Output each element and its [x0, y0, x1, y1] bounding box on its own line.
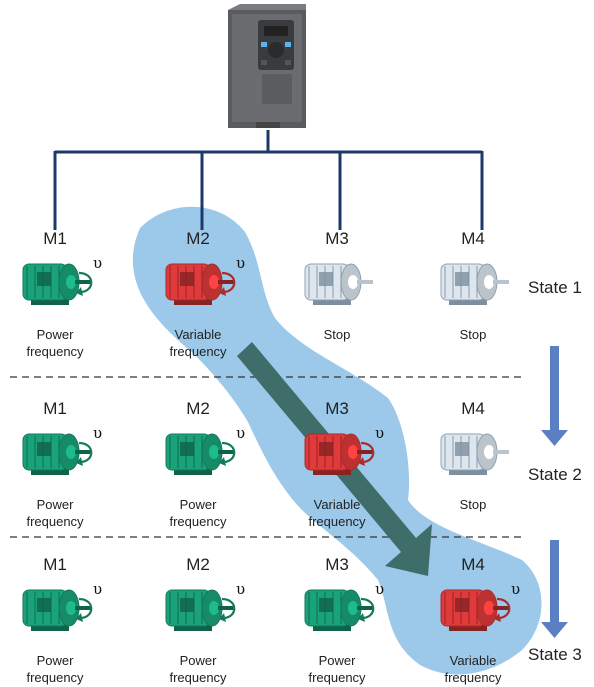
motor-green-icon: υ — [22, 580, 102, 631]
motor-green-icon: υ — [165, 424, 245, 475]
motor-name: M4 — [461, 555, 485, 574]
speed-symbol: υ — [511, 580, 520, 598]
speed-symbol: υ — [93, 580, 102, 598]
speed-symbol: υ — [93, 424, 102, 442]
motor-green-icon: υ — [304, 580, 384, 631]
speed-symbol: υ — [236, 254, 245, 272]
motor-red-icon: υ — [165, 254, 245, 305]
state-arrow — [541, 540, 568, 638]
motor-white-icon — [440, 263, 509, 305]
motor-red-icon: υ — [440, 580, 520, 631]
motor-layer: υ υ υ υ υ υ υ υ υ — [22, 254, 520, 631]
motor-name: M3 — [325, 229, 349, 248]
motor-status-label: Stop — [323, 327, 351, 342]
motor-white-icon — [440, 433, 509, 475]
motor-name: M2 — [186, 399, 210, 418]
motor-green-icon: υ — [22, 254, 102, 305]
motor-red-icon: υ — [304, 424, 384, 475]
motor-white-icon — [304, 263, 373, 305]
bus-wiring — [53, 130, 484, 230]
motor-status-label: Stop — [459, 497, 487, 512]
motor-name: M4 — [461, 229, 485, 248]
motor-name: M2 — [186, 555, 210, 574]
state-label: State 2 — [528, 465, 582, 484]
speed-symbol: υ — [375, 424, 384, 442]
state-label: State 1 — [528, 278, 582, 297]
motor-name: M4 — [461, 399, 485, 418]
motor-name: M3 — [325, 555, 349, 574]
speed-symbol: υ — [236, 424, 245, 442]
motor-name: M2 — [186, 229, 210, 248]
state-label: State 3 — [528, 645, 582, 664]
inverter-device — [228, 4, 306, 128]
motor-name: M3 — [325, 399, 349, 418]
motor-green-icon: υ — [165, 580, 245, 631]
speed-symbol: υ — [93, 254, 102, 272]
state-arrow — [541, 346, 568, 446]
motor-status-label: Stop — [459, 327, 487, 342]
speed-symbol: υ — [236, 580, 245, 598]
motor-green-icon: υ — [22, 424, 102, 475]
motor-name: M1 — [43, 229, 67, 248]
speed-symbol: υ — [375, 580, 384, 598]
motor-name: M1 — [43, 555, 67, 574]
motor-name: M1 — [43, 399, 67, 418]
